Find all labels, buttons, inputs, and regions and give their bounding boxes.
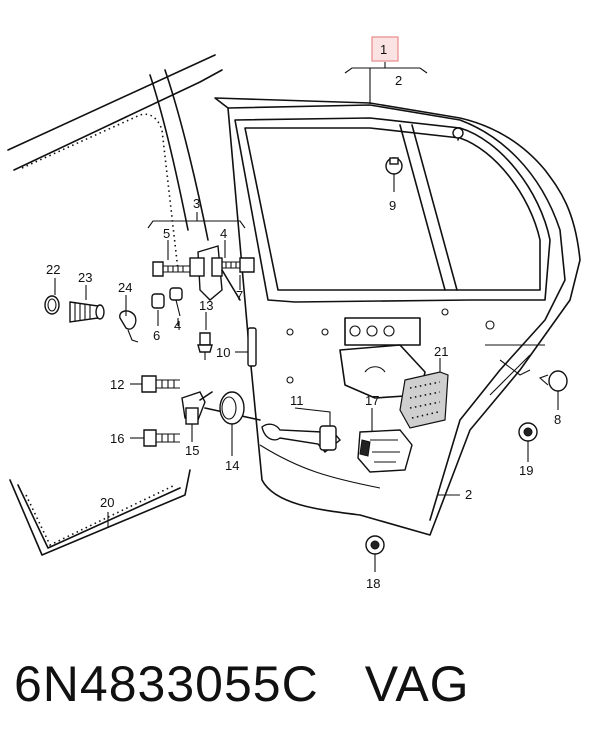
part-1-highlight xyxy=(371,36,399,62)
bolt-16 xyxy=(143,429,180,447)
trim-10 xyxy=(247,327,257,367)
label-15: 15 xyxy=(185,443,199,458)
door-lock-17 xyxy=(357,429,413,473)
label-6: 6 xyxy=(153,328,160,343)
grommet-22 xyxy=(44,295,60,315)
label-21: 21 xyxy=(434,344,448,359)
label-10: 10 xyxy=(216,345,230,360)
label-2b: 2 xyxy=(465,487,472,502)
label-7: 7 xyxy=(236,288,243,303)
label-16: 16 xyxy=(110,431,124,446)
label-22: 22 xyxy=(46,262,60,277)
label-24: 24 xyxy=(118,280,132,295)
cap-6 xyxy=(151,293,165,309)
clip-24 xyxy=(119,310,139,343)
grommet-14 xyxy=(219,391,245,425)
label-8: 8 xyxy=(554,412,561,427)
label-20: 20 xyxy=(100,495,114,510)
cap-8 xyxy=(538,370,568,410)
part-number: 6N4833055C xyxy=(14,656,319,712)
screw-13 xyxy=(197,332,213,360)
cap-4 xyxy=(169,287,183,301)
label-12: 12 xyxy=(110,377,124,392)
leader-lines xyxy=(54,240,460,528)
label-19: 19 xyxy=(519,463,533,478)
door-seal xyxy=(9,469,191,556)
label-23: 23 xyxy=(78,270,92,285)
label-4b: 4 xyxy=(174,318,181,333)
label-4a: 4 xyxy=(220,226,227,241)
part-labels: 1 2 9 3 5 4 22 23 24 7 13 6 4 10 21 12 1… xyxy=(46,42,561,591)
label-3: 3 xyxy=(193,196,200,211)
insulation-pad-21 xyxy=(399,371,449,429)
door-check-15 xyxy=(181,391,261,425)
stop-button-9 xyxy=(385,157,403,192)
label-17: 17 xyxy=(365,393,379,408)
door-panel xyxy=(214,97,581,536)
label-5: 5 xyxy=(163,226,170,241)
exploded-parts-diagram: 1 2 9 3 5 4 22 23 24 7 13 6 4 10 21 12 1… xyxy=(7,36,581,591)
bolt-5 xyxy=(152,261,190,277)
part-caption: 6N4833055C VAG xyxy=(14,655,470,713)
bolt-12 xyxy=(141,375,180,393)
label-14: 14 xyxy=(225,458,239,473)
car-body-outline xyxy=(7,54,223,271)
brand-name: VAG xyxy=(364,656,470,712)
label-11: 11 xyxy=(290,393,304,408)
label-1: 1 xyxy=(380,42,387,57)
door-hinge xyxy=(189,245,241,301)
boot-23 xyxy=(69,301,105,323)
label-2a: 2 xyxy=(395,73,402,88)
bolt-7 xyxy=(222,257,255,273)
label-13: 13 xyxy=(199,298,213,313)
grommet-19 xyxy=(518,422,538,462)
label-18: 18 xyxy=(366,576,380,591)
grommet-18 xyxy=(365,535,385,572)
check-strap-11 xyxy=(261,423,341,453)
label-9: 9 xyxy=(389,198,396,213)
